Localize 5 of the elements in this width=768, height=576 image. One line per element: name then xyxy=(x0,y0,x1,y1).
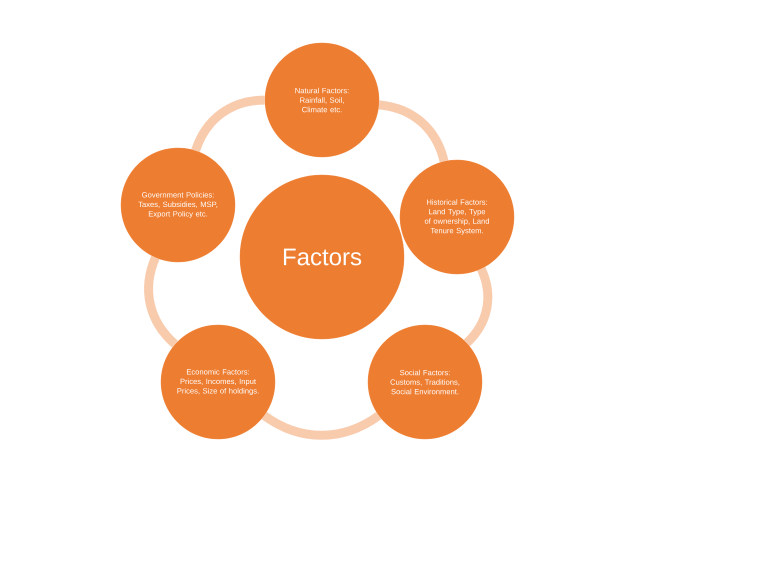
ring-arc xyxy=(378,100,448,163)
ring-arc xyxy=(262,412,382,440)
ring-arc xyxy=(191,96,266,152)
ring-arc xyxy=(464,267,492,346)
ring-arc xyxy=(144,256,178,348)
